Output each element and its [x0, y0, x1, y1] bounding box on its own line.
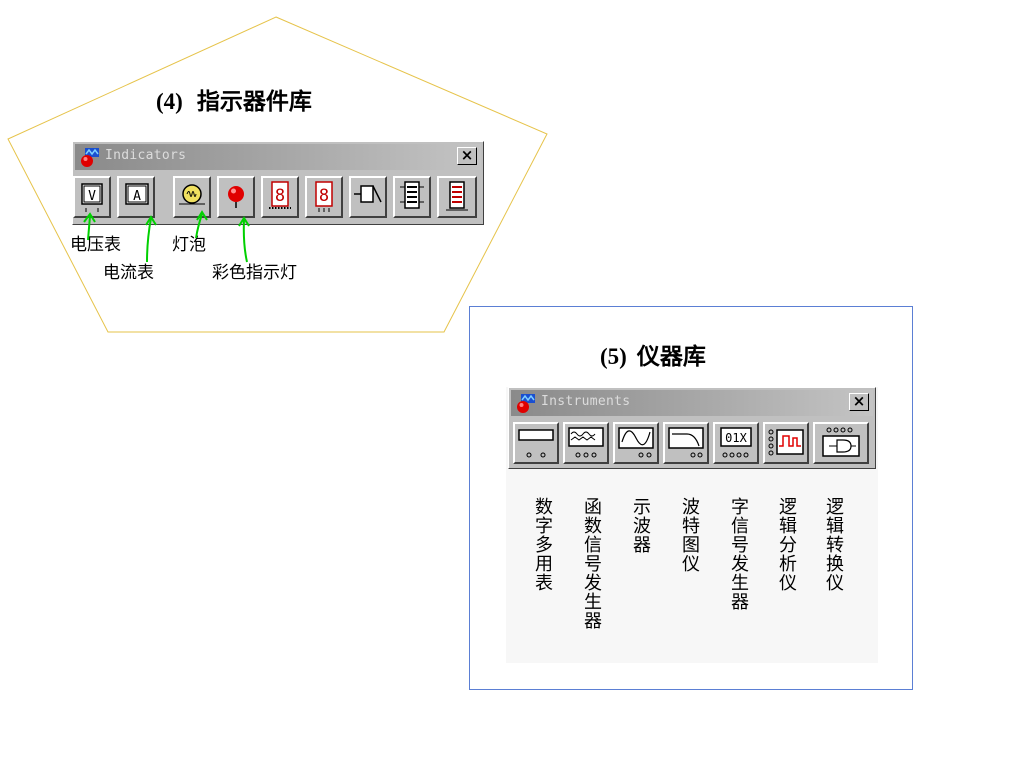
multimeter-label: 数字多用表	[532, 497, 553, 592]
function-generator-button[interactable]	[563, 422, 609, 464]
close-icon: ×	[460, 146, 474, 164]
bulb-icon	[179, 184, 205, 205]
svg-text:A: A	[133, 189, 141, 204]
oscilloscope-label: 示波器	[630, 497, 651, 554]
color-probe-label: 彩色指示灯	[212, 263, 297, 283]
buzzer-icon	[354, 185, 382, 203]
instruments-heading-number: (5)	[600, 344, 627, 369]
bulb-button[interactable]	[173, 176, 211, 218]
color-probe-button[interactable]	[217, 176, 255, 218]
logic-converter-icon	[822, 427, 860, 457]
indicators-window: Indicators × V A	[72, 141, 484, 225]
function-generator-icon	[568, 427, 604, 458]
word-generator-button[interactable]: 01X	[713, 422, 759, 464]
voltmeter-label: 电压表	[70, 235, 121, 255]
multimeter-icon	[518, 429, 554, 458]
bargraph-icon	[400, 181, 424, 209]
app-logo-icon	[517, 394, 535, 413]
decoded-bargraph-icon	[446, 181, 468, 211]
function-generator-label: 函数信号发生器	[581, 497, 602, 630]
instruments-panel: (5) 仪器库 Instruments ×	[469, 306, 913, 690]
svg-text:8: 8	[319, 186, 329, 206]
instruments-heading-text: 仪器库	[636, 344, 706, 369]
bode-plotter-button[interactable]	[663, 422, 709, 464]
seven-segment-button[interactable]: 8	[261, 176, 299, 218]
red-probe-icon	[228, 186, 244, 208]
word-generator-label: 字信号发生器	[728, 497, 749, 611]
word-generator-icon: 01X	[720, 427, 752, 458]
indicators-window-title: Indicators	[105, 148, 187, 163]
logic-analyzer-label: 逻辑分析仪	[776, 497, 797, 592]
logic-converter-label: 逻辑转换仪	[823, 497, 844, 592]
buzzer-button[interactable]	[349, 176, 387, 218]
ammeter-button[interactable]: A	[117, 176, 155, 218]
instruments-heading: (5) 仪器库	[600, 337, 706, 371]
indicators-heading: (4) 指示器件库	[156, 82, 312, 116]
oscilloscope-icon	[618, 427, 654, 458]
multimeter-button[interactable]	[513, 422, 559, 464]
logic-converter-button[interactable]	[813, 422, 869, 464]
close-icon: ×	[852, 392, 866, 410]
app-logo-icon	[81, 148, 99, 167]
logic-analyzer-icon	[768, 429, 804, 456]
indicators-heading-number: (4)	[156, 89, 183, 114]
bulb-label: 灯泡	[172, 235, 206, 255]
voltmeter-icon: V	[81, 183, 103, 212]
ammeter-icon: A	[125, 183, 149, 205]
seven-segment-icon: 8	[269, 181, 291, 209]
indicators-close-button[interactable]: ×	[457, 147, 477, 165]
svg-text:01X: 01X	[725, 431, 747, 445]
bargraph-button[interactable]	[393, 176, 431, 218]
instruments-window-title: Instruments	[541, 394, 631, 409]
svg-text:8: 8	[275, 186, 285, 206]
instruments-titlebar[interactable]: Instruments ×	[511, 390, 873, 416]
indicators-heading-text: 指示器件库	[196, 89, 312, 114]
oscilloscope-button[interactable]	[613, 422, 659, 464]
instruments-window: Instruments ×	[508, 387, 876, 469]
decoded-segment-button[interactable]: 8	[305, 176, 343, 218]
decoded-display-icon: 8	[315, 181, 333, 212]
ammeter-label: 电流表	[103, 263, 154, 283]
indicators-titlebar[interactable]: Indicators ×	[75, 144, 481, 170]
voltmeter-button[interactable]: V	[73, 176, 111, 218]
svg-text:V: V	[88, 189, 96, 204]
decoded-bargraph-button[interactable]	[437, 176, 477, 218]
instruments-close-button[interactable]: ×	[849, 393, 869, 411]
bode-plotter-label: 波特图仪	[679, 497, 700, 573]
logic-analyzer-button[interactable]	[763, 422, 809, 464]
bode-plotter-icon	[668, 427, 704, 458]
